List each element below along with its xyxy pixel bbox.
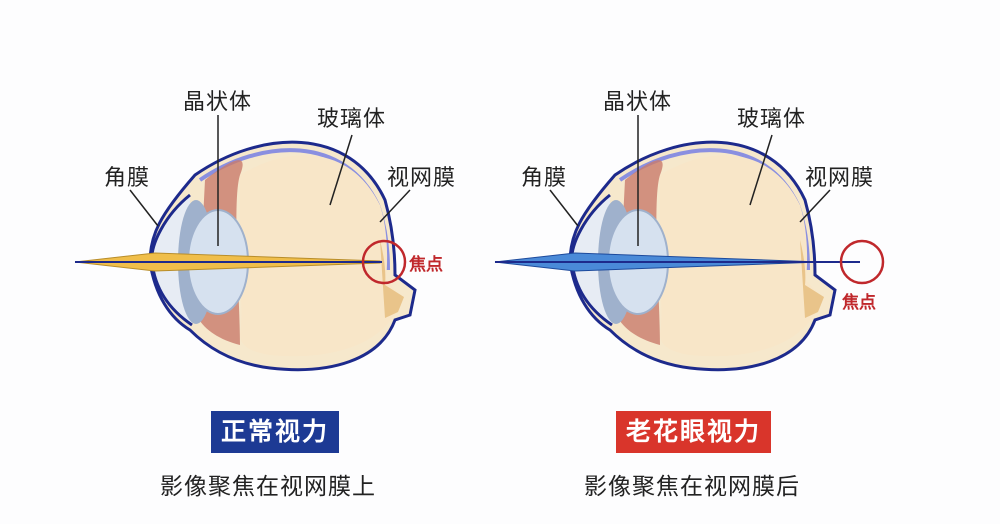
presbyopia-panel: 晶状体 玻璃体 角膜 视网膜 焦点 老花眼视力 影像聚焦在视网膜后 — [420, 0, 920, 524]
vitreous-label: 玻璃体 — [737, 107, 807, 132]
retina-label: 视网膜 — [805, 166, 875, 191]
presbyopia-badge: 老花眼视力 — [616, 411, 772, 453]
focus-label: 焦点 — [409, 255, 443, 275]
normal-vision-panel: 晶状体 玻璃体 角膜 视网膜 焦点 正常视力 影像聚焦在视网膜上 — [74, 90, 457, 500]
retina-label: 视网膜 — [387, 166, 457, 191]
normal-eye-illustration — [74, 115, 417, 372]
normal-vision-caption: 影像聚焦在视网膜上 — [160, 474, 376, 500]
presbyopia-caption: 影像聚焦在视网膜后 — [584, 474, 800, 500]
presbyopia-eye-illustration — [494, 115, 885, 372]
cornea-label: 角膜 — [521, 166, 568, 191]
cornea-label: 角膜 — [104, 166, 151, 191]
lens-label: 晶状体 — [603, 90, 673, 115]
normal-vision-badge: 正常视力 — [211, 411, 340, 453]
lens-label: 晶状体 — [183, 90, 253, 115]
focus-label: 焦点 — [842, 293, 876, 313]
vitreous-label: 玻璃体 — [317, 107, 387, 132]
